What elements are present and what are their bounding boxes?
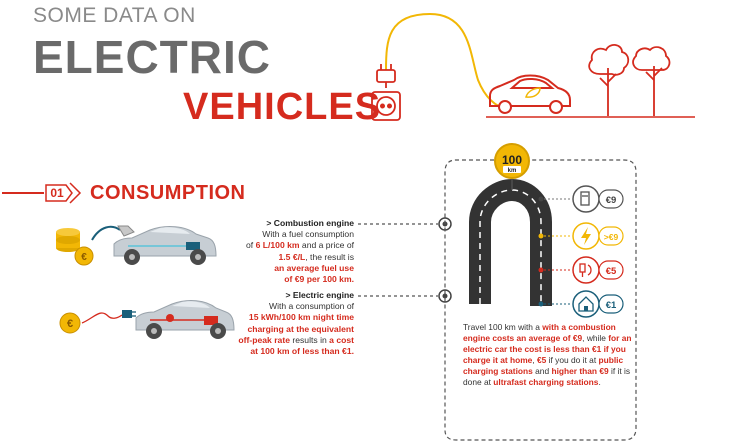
charging-cable [385, 12, 511, 111]
summary-highlight: higher than €9 [551, 366, 609, 376]
electric-line: With a consumption of [268, 301, 354, 312]
lightning-icon [572, 222, 600, 250]
summary-highlight: €5 [537, 355, 547, 365]
kicker-title: SOME DATA ON [33, 4, 196, 27]
summary-highlight: public charging stations [463, 355, 624, 376]
price-ultrafast: >€9 [604, 232, 619, 242]
svg-text:€: € [81, 252, 87, 263]
euro-coin-icon: € [59, 312, 123, 334]
combustion-result: an average fuel use [274, 262, 354, 273]
summary-text: Travel 100 km with a with a combustion e… [463, 322, 633, 388]
summary-highlight: ultrafast charging stations [493, 377, 599, 387]
electric-description: > Electric engine With a consumption of … [222, 290, 354, 357]
tree-icon [588, 44, 630, 116]
distance-badge [494, 143, 530, 179]
electric-cost: a cost [329, 334, 354, 345]
summary-part: , while [582, 333, 609, 343]
summary-part: if it is done at [463, 366, 631, 387]
road-markers [538, 196, 572, 307]
section-title: CONSUMPTION [90, 182, 246, 204]
electric-rate: charging at the equivalent [247, 323, 355, 334]
summary-part: , [532, 355, 537, 365]
dashed-frame [444, 159, 637, 441]
tree-icon-small [632, 46, 671, 116]
section-number: 01 [50, 186, 64, 200]
combustion-description: > Combustion engine With a fuel consumpt… [222, 218, 354, 285]
car-icon [489, 74, 571, 114]
road [469, 178, 552, 306]
fuel-nozzle-icon [91, 225, 135, 241]
svg-text:€: € [67, 318, 73, 330]
combustion-text: of [246, 240, 256, 251]
electric-consumption: 15 kWh/100 km night time [248, 312, 354, 323]
coins-icon: € [56, 228, 94, 266]
combustion-heading: Combustion engine [273, 218, 354, 228]
charging-plug-icon [122, 310, 136, 318]
combustion-text: and a price of [299, 240, 354, 251]
price-public: €5 [606, 266, 617, 277]
price-fuel: €9 [606, 195, 617, 206]
electric-heading: Electric engine [292, 290, 354, 300]
distance-unit: km [508, 168, 517, 174]
combustion-line: With a fuel consumption [262, 229, 354, 240]
electric-car-icon [135, 300, 235, 339]
electric-cost: at 100 km of less than €1. [250, 346, 354, 357]
combustion-consumption: 6 L/100 km [255, 240, 300, 251]
summary-part: if you do it at [546, 355, 599, 365]
combustion-price: 1.5 €/L [278, 251, 306, 262]
combustion-car-icon [113, 226, 217, 265]
price-home: €1 [606, 300, 617, 311]
plug-icon [376, 64, 396, 88]
home-charging-icon [572, 290, 600, 318]
summary-highlight: with a combustion engine costs an averag… [463, 322, 616, 343]
summary-part: . [598, 377, 601, 387]
charging-station-icon [572, 256, 600, 284]
summary-highlight: for an electric car the cost is less tha… [463, 333, 632, 365]
fuel-pump-icon [572, 185, 600, 213]
section-chevron [45, 184, 73, 202]
distance-value: 100 [502, 153, 522, 167]
combustion-result: of €9 per 100 km. [284, 274, 354, 285]
electric-text: results in [289, 334, 330, 345]
electric-rate: off-peak rate [238, 334, 290, 345]
socket-icon [371, 91, 401, 121]
summary-part: and [532, 366, 552, 376]
main-title-vehicles: VEHICLES [183, 86, 382, 128]
summary-part: Travel 100 km with a [463, 322, 543, 332]
main-title-electric: ELECTRIC [33, 31, 271, 83]
combustion-text: , the result is [305, 251, 354, 262]
